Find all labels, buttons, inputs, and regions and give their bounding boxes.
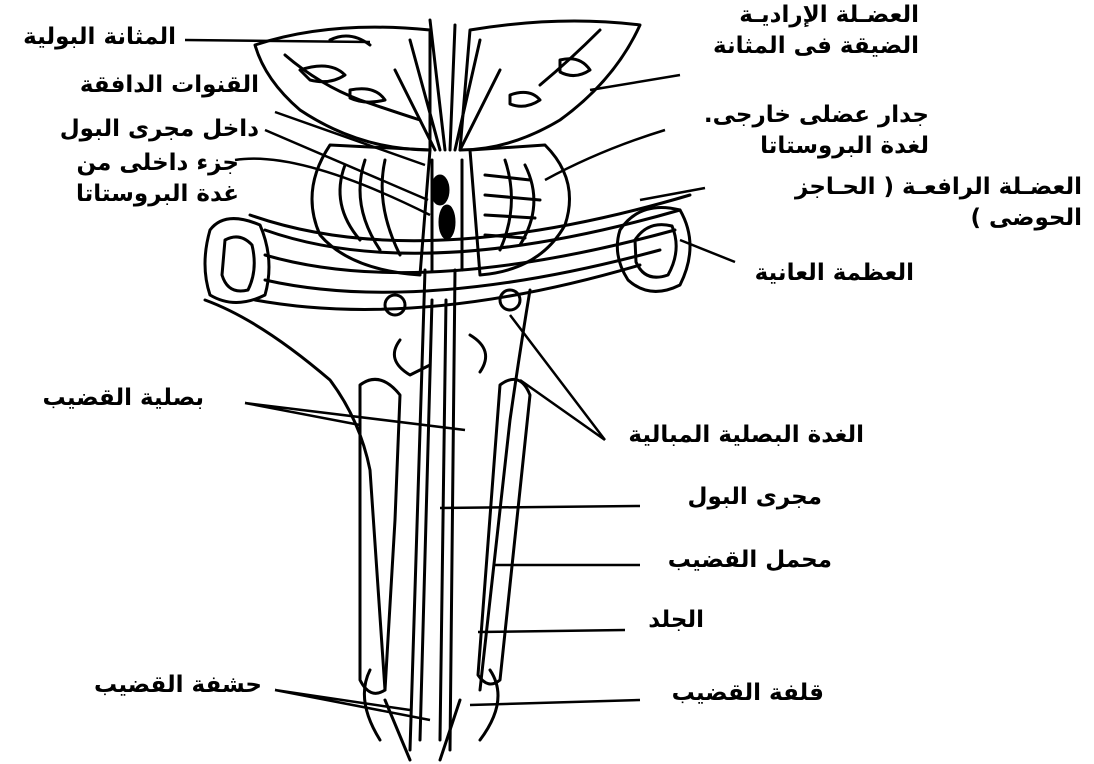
leader-ejaculatory-ducts xyxy=(275,112,425,165)
leader-urethra xyxy=(440,506,640,508)
leader-bladder xyxy=(185,40,370,42)
label-levator: العضـلة الرافعـة ( الحـاجز الحوضى ) xyxy=(795,172,1082,234)
bulbourethral-gland-drawing xyxy=(385,290,520,375)
leader-inner-urethra xyxy=(265,130,428,200)
label-inner-urethra: داخل مجرى البول xyxy=(60,114,259,145)
label-sphincter: العضـلة الإراديـة الضيقة فى المثانة xyxy=(713,0,919,62)
leader-prostate-inner xyxy=(235,159,430,215)
label-penile-bulb: بصلية القضيب xyxy=(42,383,204,414)
label-penile-body: محمل القضيب xyxy=(668,545,832,576)
label-pubic-bone: العظمة العانية xyxy=(755,258,914,289)
leader-skin xyxy=(478,630,625,632)
leader-levator xyxy=(640,188,705,200)
label-bulbourethral: الغدة البصلية المبالية xyxy=(628,420,864,451)
label-foreskin: قلفة القضيب xyxy=(672,678,824,709)
label-prostate-inner: جزء داخلى من غدة البروستاتا xyxy=(76,148,239,210)
label-urethra: مجرى البول xyxy=(688,482,823,513)
label-bladder: المثانة البولية xyxy=(23,22,176,53)
levator-muscle-drawing xyxy=(250,195,690,309)
label-glans: حشفة القضيب xyxy=(94,670,262,701)
bladder-drawing xyxy=(255,20,640,150)
label-ejaculatory-ducts: القنوات الدافقة xyxy=(80,70,259,101)
leader-foreskin xyxy=(470,700,640,705)
label-prostate-wall: جدار عضلى خارجى. لغدة البروستاتا xyxy=(704,100,929,162)
label-skin: الجلد xyxy=(648,605,704,636)
leader-glans xyxy=(275,690,430,720)
leader-bulbourethral xyxy=(510,315,605,440)
